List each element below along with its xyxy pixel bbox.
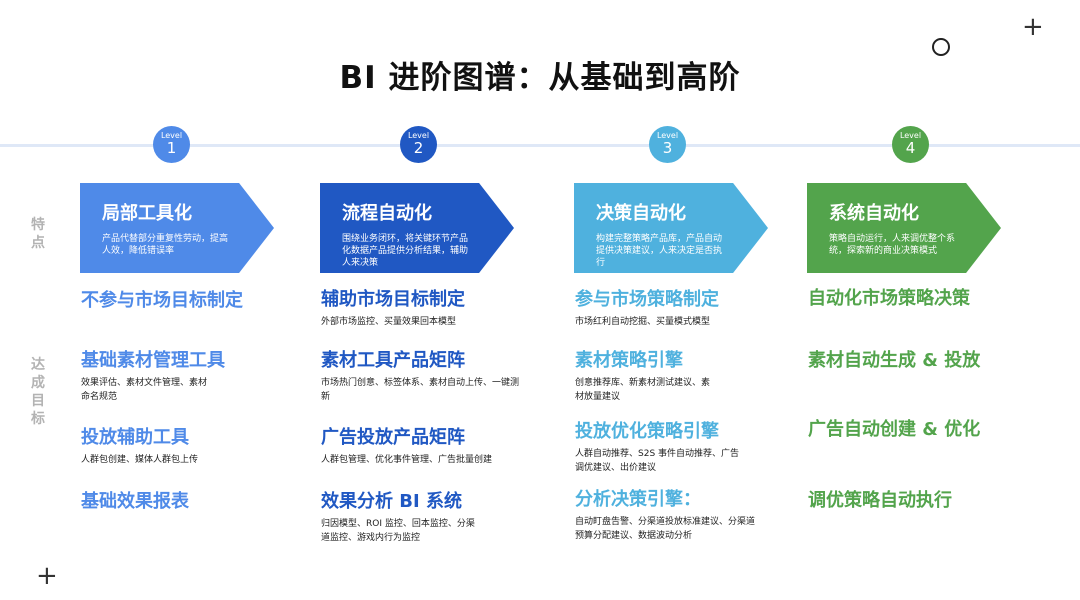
level-1-goal-2: 基础素材管理工具 效果评估、素材文件管理、素材命名规范 xyxy=(81,350,225,402)
level-3-goal-3: 投放优化策略引擎 人群自动推荐、S2S 事件自动推荐、广告调优建议、出价建议 xyxy=(575,421,740,473)
level-3-arrow: 决策自动化 构建完整策略产品库，产品自动提供决策建议，人来决定是否执行 xyxy=(574,183,768,273)
level-2-desc: 围绕业务闭环，将关键环节产品化数据产品提供分析结果，辅助人来决策 xyxy=(342,234,469,268)
level-4-arrow: 系统自动化 策略自动运行，人来调优整个系统，探索新的商业决策模式 xyxy=(807,183,1001,273)
plus-decoration-icon: + xyxy=(1022,12,1044,42)
plus-decoration-icon: + xyxy=(36,561,58,591)
level-4-desc: 策略自动运行，人来调优整个系统，探索新的商业决策模式 xyxy=(829,234,956,256)
level-3-desc: 构建完整策略产品库，产品自动提供决策建议，人来决定是否执行 xyxy=(596,234,723,268)
level-2-heading: 流程自动化 xyxy=(342,203,432,224)
level-4-goal-1: 自动化市场策略决策 xyxy=(808,288,970,309)
level-1-goal-3: 投放辅助工具 人群包创建、媒体人群包上传 xyxy=(81,427,199,465)
side-label-goals: 达成目标 xyxy=(31,357,45,427)
level-3-goal-4: 分析决策引擎： 自动盯盘告警、分渠道投放标准建议、分渠道预算分配建议、数据波动分… xyxy=(575,489,756,541)
level-1-heading: 局部工具化 xyxy=(102,203,192,224)
level-2-goal-1: 辅助市场目标制定 外部市场监控、买量效果回本模型 xyxy=(321,289,465,327)
level-4-heading: 系统自动化 xyxy=(829,203,919,224)
level-2-goal-4: 效果分析 BI 系统 归因模型、ROI 监控、回本监控、分渠道监控、游戏内行为监… xyxy=(321,491,475,543)
level-4-goal-2: 素材自动生成 & 投放 xyxy=(808,350,981,371)
level-3-heading: 决策自动化 xyxy=(596,203,686,224)
level-1-goal-4: 基础效果报表 xyxy=(81,491,189,512)
level-2-arrow: 流程自动化 围绕业务闭环，将关键环节产品化数据产品提供分析结果，辅助人来决策 xyxy=(320,183,514,273)
level-1-desc: 产品代替部分重复性劳动，提高人效，降低错误率 xyxy=(102,234,229,256)
level-3-goal-2: 素材策略引擎 创意推荐库、新素材测试建议、素材放量建议 xyxy=(575,350,711,402)
level-2-goal-2: 素材工具产品矩阵 市场热门创意、标签体系、素材自动上传、一键测新 xyxy=(321,350,520,402)
side-label-features: 特点 xyxy=(31,217,45,251)
level-badge-4: Level 4 xyxy=(892,126,929,163)
level-badge-1: Level 1 xyxy=(153,126,190,163)
level-1-goal-1: 不参与市场目标制定 xyxy=(81,290,243,311)
level-3-goal-1: 参与市场策略制定 市场红利自动挖掘、买量模式模型 xyxy=(575,289,719,327)
level-4-goal-4: 调优策略自动执行 xyxy=(808,490,952,511)
level-badge-2: Level 2 xyxy=(400,126,437,163)
level-4-goal-3: 广告自动创建 & 优化 xyxy=(808,419,981,440)
circle-decoration-icon xyxy=(932,38,950,56)
level-1-arrow: 局部工具化 产品代替部分重复性劳动，提高人效，降低错误率 xyxy=(80,183,274,273)
page-title: BI 进阶图谱：从基础到高阶 xyxy=(339,60,741,96)
level-badge-3: Level 3 xyxy=(649,126,686,163)
timeline-line xyxy=(0,144,1080,147)
level-2-goal-3: 广告投放产品矩阵 人群包管理、优化事件管理、广告批量创建 xyxy=(321,427,493,465)
